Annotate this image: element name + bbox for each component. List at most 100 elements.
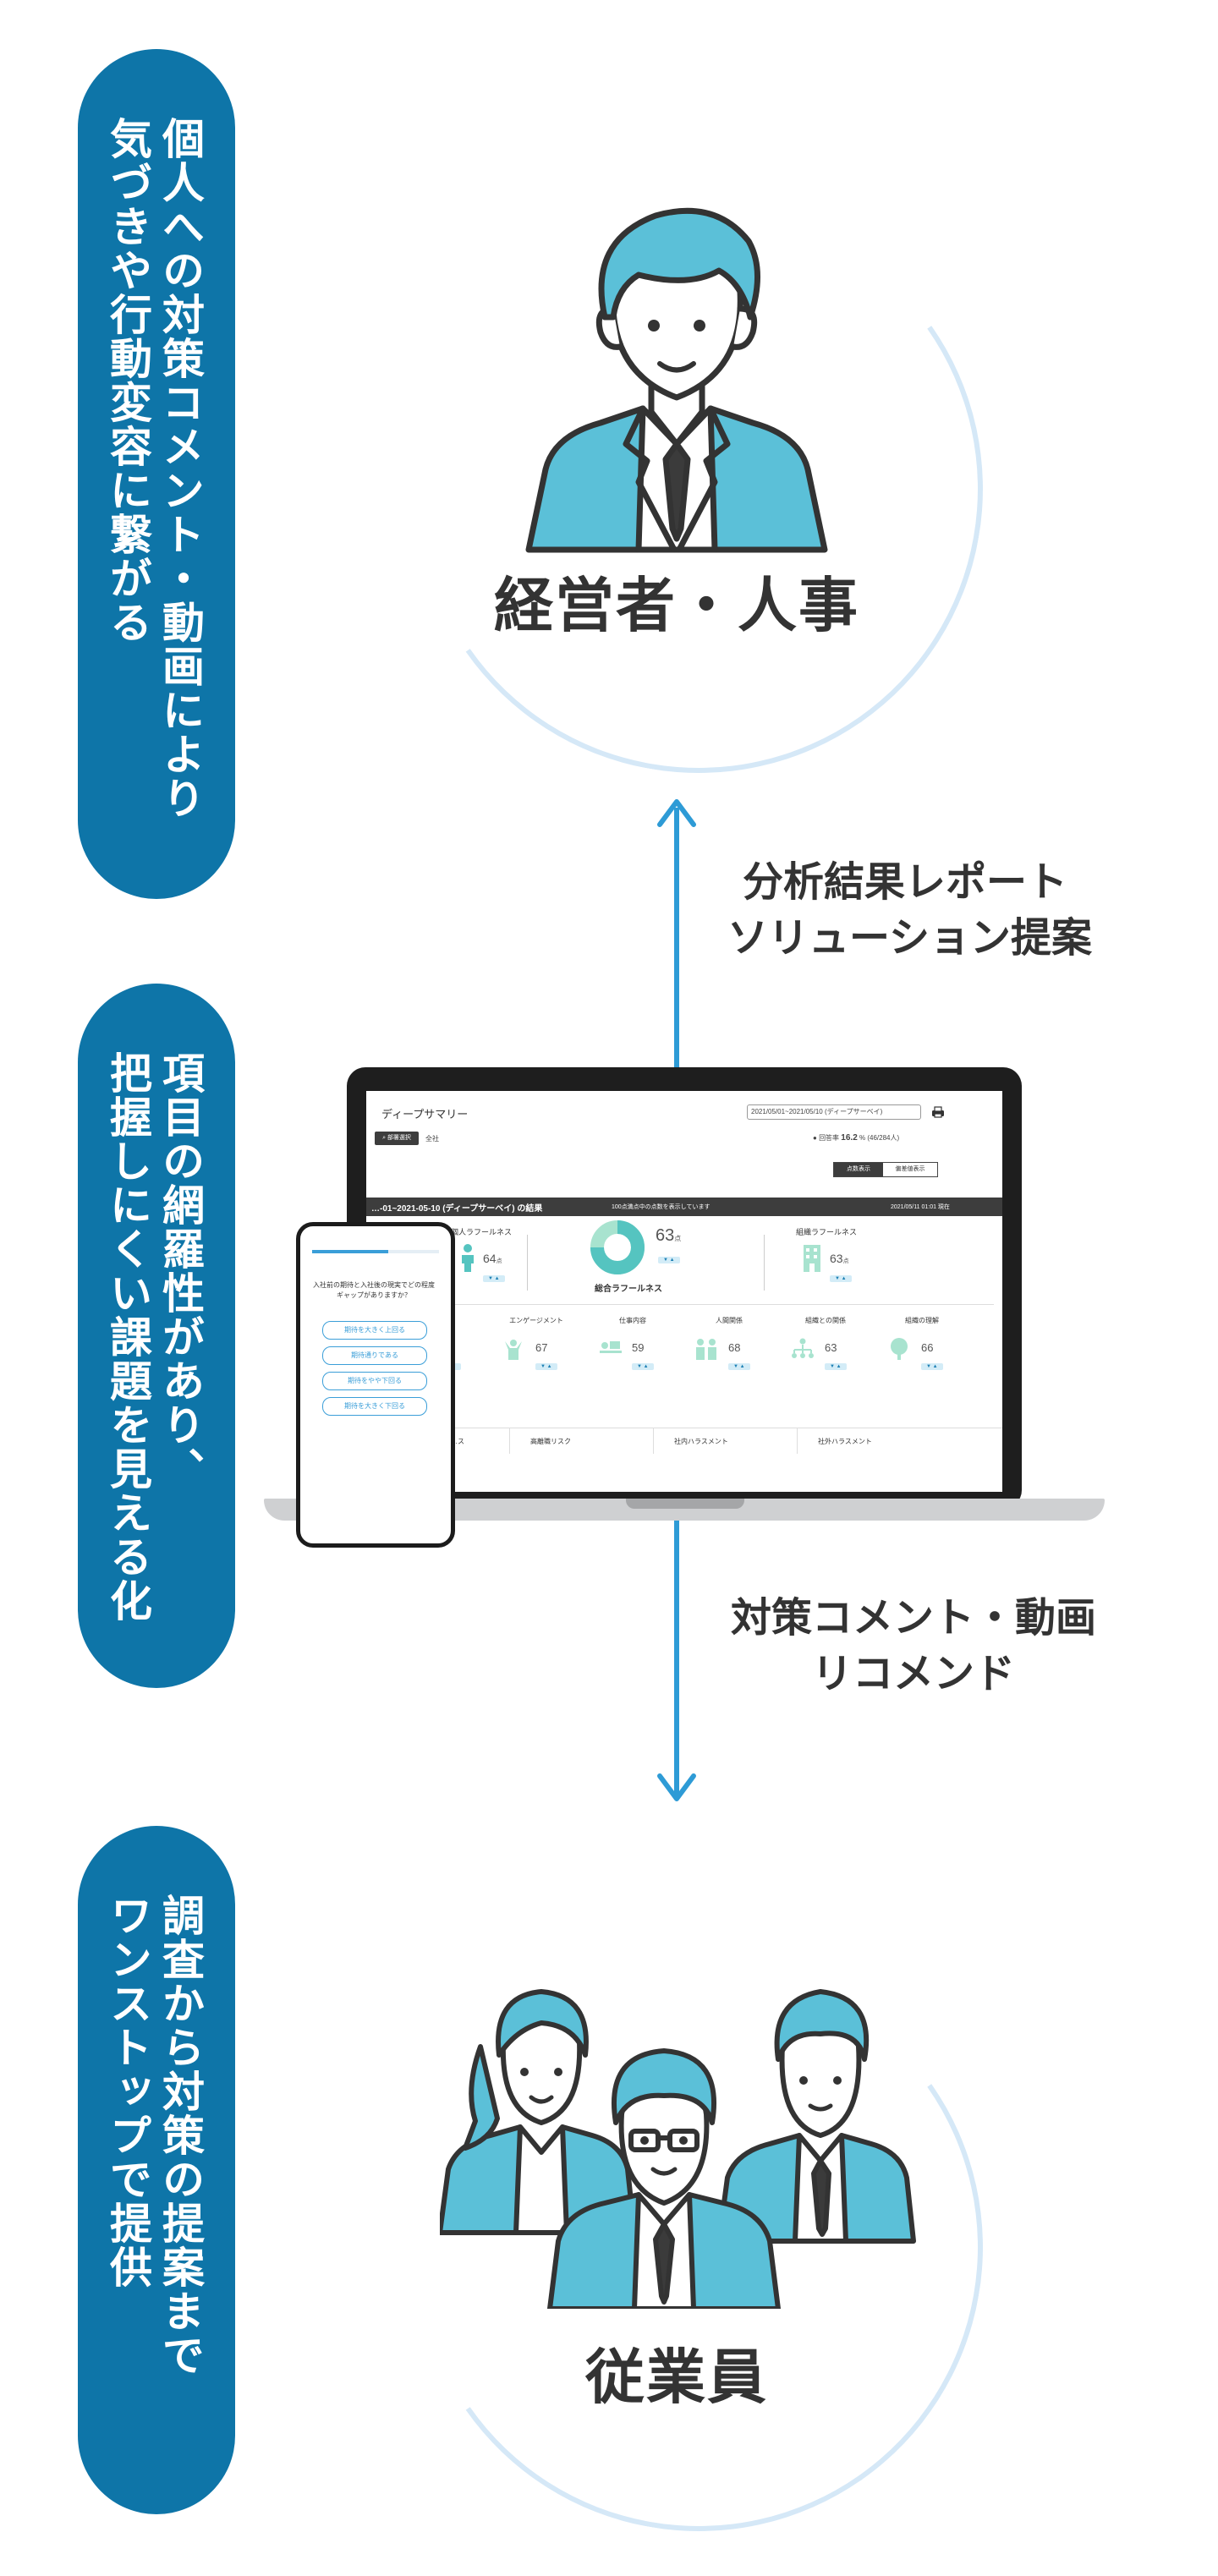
- category-score: 68: [728, 1341, 741, 1354]
- date-select-value: 2021/05/01~2021/05/10 (ディープサーベイ): [751, 1108, 883, 1115]
- personal-score: 64点: [483, 1252, 502, 1265]
- overall-label: 総合ラフールネス: [595, 1285, 662, 1294]
- category-label: 組織との関係: [805, 1317, 846, 1324]
- separator-line: [375, 1304, 994, 1305]
- pill-visualize-text: 項目の網羅性があり、 把握しにくい課題を見える化: [103, 1051, 205, 1623]
- caption-report-line1: 分析結果レポート: [742, 858, 1067, 906]
- category-tag: ▼ ▲: [825, 1357, 847, 1372]
- category-tag-badge: ▼ ▲: [632, 1363, 654, 1370]
- summary-divider-left: [527, 1235, 528, 1291]
- arrow-up-line: [674, 808, 679, 1082]
- date-select[interactable]: 2021/05/01~2021/05/10 (ディープサーベイ): [747, 1104, 921, 1120]
- employees-illustration: [440, 1989, 916, 2309]
- category-score: 66: [921, 1341, 934, 1354]
- tab-score[interactable]: 点数表示: [834, 1163, 883, 1176]
- caption-report: 分析結果レポート ソリューション提案: [727, 854, 1093, 966]
- category-row: 心と体 63 ▼ ▲ エンゲージメント 67 ▼ ▲ 仕事内容 59 ▼ ▲ 人…: [392, 1316, 984, 1392]
- org-chart-icon: [792, 1338, 814, 1358]
- arrow-down-line: [674, 1515, 679, 1795]
- search-icon: ⌕: [382, 1135, 387, 1141]
- bottom-tab[interactable]: …ス: [366, 1428, 510, 1454]
- cheer-icon: [505, 1340, 522, 1360]
- bottom-tab[interactable]: 高離職リスク: [510, 1428, 654, 1454]
- caption-recommend-line1: 対策コメント・動画: [730, 1594, 1096, 1642]
- dashboard-title: ディープサマリー: [381, 1108, 469, 1121]
- org-tag-badge: ▼ ▲: [830, 1275, 852, 1282]
- option-button[interactable]: 期待通りである: [322, 1346, 427, 1365]
- caption-report-line2: ソリューション提案: [727, 914, 1093, 962]
- answer-rate-count: (46/284人): [867, 1134, 900, 1142]
- bottom-tab[interactable]: 社外ハラスメント: [818, 1438, 872, 1445]
- category-item-org-relation: 組織との関係 63 ▼ ▲: [777, 1316, 874, 1392]
- answer-rate-dot-icon: ●: [813, 1134, 820, 1142]
- summary-divider-right: [764, 1235, 765, 1291]
- answer-rate-value: 16.2: [841, 1133, 858, 1143]
- tab-deviation[interactable]: 偏差値表示: [895, 1166, 925, 1172]
- category-score: 63: [825, 1341, 837, 1354]
- category-label: 組織の理解: [905, 1317, 939, 1324]
- desk-icon: [600, 1341, 622, 1353]
- category-tag-badge: ▼ ▲: [921, 1363, 943, 1370]
- overall-score-unit: 点: [674, 1235, 682, 1242]
- overall-score-value: 63: [656, 1226, 675, 1245]
- org-tag: ▼ ▲: [830, 1269, 852, 1284]
- result-bar-date: 2021/05/11 01:01 現在: [891, 1204, 950, 1210]
- print-icon[interactable]: [931, 1105, 945, 1119]
- dept-select-label: 部署選択: [387, 1135, 411, 1141]
- bottom-tabs: …ス 高離職リスク 社内ハラスメント 社外ハラスメント: [366, 1428, 1002, 1454]
- laptop-notch: [626, 1499, 744, 1509]
- category-score: 67: [535, 1341, 548, 1354]
- dept-select-button[interactable]: ⌕ 部署選択: [375, 1132, 419, 1145]
- category-item-job: 仕事内容 59 ▼ ▲: [584, 1316, 681, 1392]
- org-score-value: 63: [830, 1252, 843, 1265]
- category-item-relations: 人間関係 68 ▼ ▲: [681, 1316, 777, 1392]
- option-button[interactable]: 期待をやや下回る: [322, 1372, 427, 1390]
- personal-label: 個人ラフールネス: [451, 1228, 513, 1236]
- category-tag: ▼ ▲: [632, 1357, 654, 1372]
- category-tag: ▼ ▲: [728, 1357, 750, 1372]
- category-tag-badge: ▼ ▲: [728, 1363, 750, 1370]
- category-item-engagement: エンゲージメント 67 ▼ ▲: [488, 1316, 584, 1392]
- result-bar-note: 100点満点中の点数を表示しています: [612, 1204, 710, 1210]
- category-tag-badge: ▼ ▲: [535, 1363, 557, 1370]
- category-tag-badge: ▼ ▲: [825, 1363, 847, 1370]
- pill-visualize: 項目の網羅性があり、 把握しにくい課題を見える化: [78, 984, 235, 1688]
- org-score-unit: 点: [842, 1258, 849, 1264]
- scope-label: 全社: [425, 1135, 439, 1143]
- option-button[interactable]: 期待を大きく上回る: [322, 1321, 427, 1340]
- pill-insight-text: 個人への対策コメント・動画により 気づきや行動変容に繋がる: [103, 117, 205, 820]
- answer-rate-unit: %: [859, 1134, 866, 1142]
- result-bar: …-01~2021-05-10 (ディープサーベイ) の結果 100点満点中の点…: [366, 1198, 1002, 1216]
- overall-tag: ▼ ▲: [658, 1250, 680, 1265]
- view-tabs: 点数表示 偏差値表示: [833, 1162, 938, 1177]
- category-tag: ▼ ▲: [535, 1357, 557, 1372]
- phone-survey: 入社前の期待と入社後の現実でどの程度ギャップがありますか？ 期待を大きく上回る …: [296, 1222, 455, 1548]
- overall-score: 63点: [656, 1226, 681, 1246]
- option-button[interactable]: 期待を大きく下回る: [322, 1397, 427, 1416]
- category-tag: ▼ ▲: [921, 1357, 943, 1372]
- category-label: 人間関係: [716, 1317, 743, 1324]
- category-label: エンゲージメント: [509, 1317, 563, 1324]
- category-item-org-understanding: 組織の理解 66 ▼ ▲: [874, 1316, 970, 1392]
- progress-bar: [312, 1250, 439, 1253]
- category-score: 59: [632, 1341, 645, 1354]
- person-icon: [462, 1244, 474, 1272]
- arrow-up-head-icon: [657, 799, 696, 827]
- personal-score-value: 64: [483, 1252, 497, 1265]
- category-label: 仕事内容: [619, 1317, 646, 1324]
- people-icon: [696, 1339, 716, 1360]
- result-bar-title: …-01~2021-05-10 (ディープサーベイ) の結果: [371, 1204, 543, 1214]
- personal-score-unit: 点: [496, 1258, 502, 1264]
- caption-recommend: 対策コメント・動画 リコメンド: [727, 1590, 1100, 1702]
- personal-tag: ▼ ▲: [483, 1269, 505, 1284]
- arrow-down-head-icon: [657, 1773, 696, 1801]
- personal-tag-badge: ▼ ▲: [483, 1275, 505, 1282]
- tree-icon: [891, 1338, 908, 1360]
- bottom-tab[interactable]: 社内ハラスメント: [654, 1428, 798, 1454]
- overall-tag-badge: ▼ ▲: [658, 1257, 680, 1263]
- org-score: 63点: [830, 1252, 849, 1265]
- overall-donut-chart: [590, 1220, 645, 1274]
- role-label-employees: 従業員: [585, 2343, 768, 2412]
- pill-insight: 個人への対策コメント・動画により 気づきや行動変容に繋がる: [78, 49, 235, 899]
- dashboard-screen: ディープサマリー 2021/05/01~2021/05/10 (ディープサーベイ…: [366, 1091, 1002, 1492]
